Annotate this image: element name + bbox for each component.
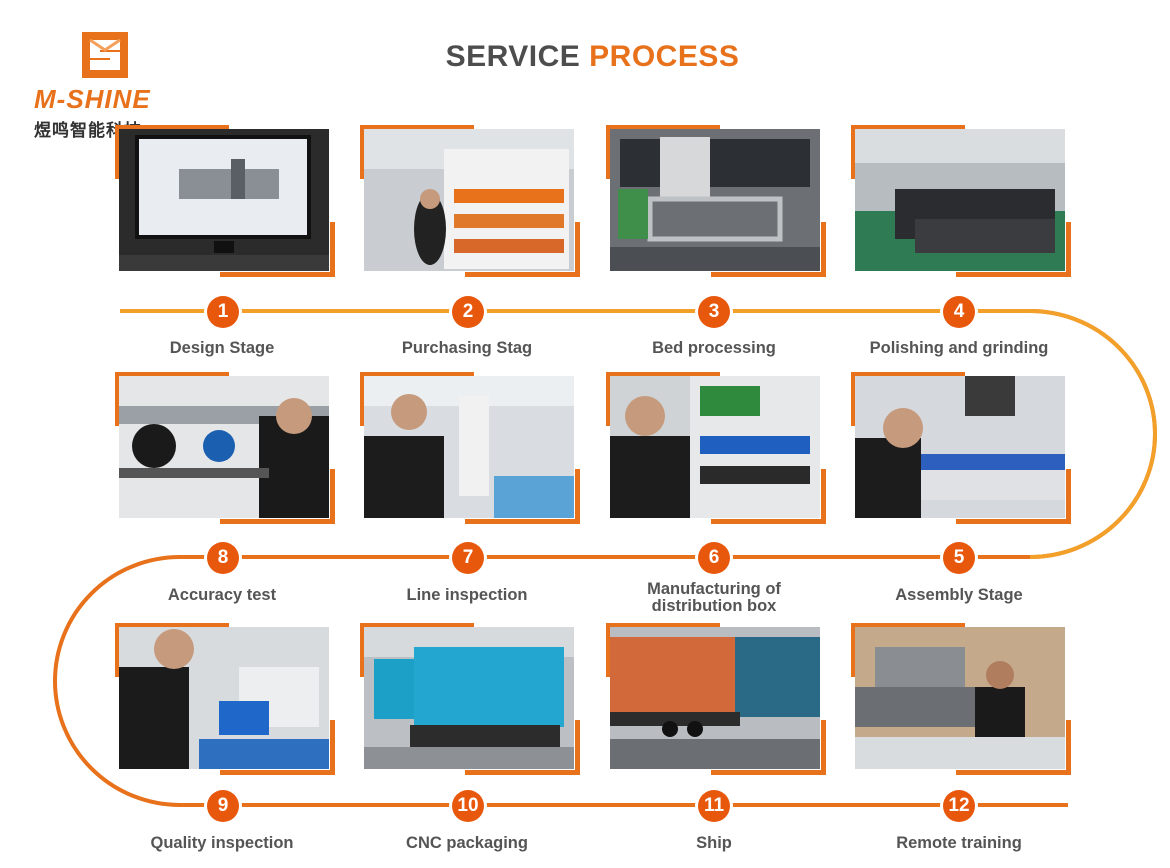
photo-ship — [606, 623, 826, 775]
photo-remote-training — [851, 623, 1071, 775]
step-2-badge: 2 — [452, 296, 484, 328]
photo-quality-inspection — [115, 623, 335, 775]
m-shine-logo-icon — [82, 32, 128, 78]
step-3-label: Bed processing — [652, 339, 776, 357]
step-4-badge: 4 — [943, 296, 975, 328]
photo-distribution-box — [606, 372, 826, 524]
step-9-badge: 9 — [207, 790, 239, 822]
step-10-label: CNC packaging — [406, 834, 528, 852]
step-11-badge: 11 — [698, 790, 730, 822]
photo-line-inspection — [360, 372, 580, 524]
brand-name: M-SHINE — [34, 84, 151, 114]
step-7-badge: 7 — [452, 542, 484, 574]
step-12-label: Remote training — [896, 834, 1022, 852]
title-part-1: SERVICE — [445, 40, 590, 73]
step-5-badge: 5 — [943, 542, 975, 574]
photo-accuracy-test — [115, 372, 335, 524]
photo-polishing — [851, 125, 1071, 277]
photo-purchasing — [360, 125, 580, 277]
brand-chinese-name: 煜鸣智能科技 — [34, 121, 142, 140]
step-8-badge: 8 — [207, 542, 239, 574]
photo-design-stage — [115, 125, 335, 277]
step-5-label: Assembly Stage — [895, 586, 1023, 604]
company-logo: M-SHINE 煜鸣智能科技 — [34, 32, 184, 142]
step-8-label: Accuracy test — [167, 586, 277, 604]
step-6-label-text: Manufacturing of distribution box — [647, 580, 781, 615]
title-part-2: PROCESS — [589, 40, 740, 73]
page-title: SERVICE PROCESS — [0, 40, 1170, 74]
photo-bed-processing — [606, 125, 826, 277]
step-9-label: Quality inspection — [150, 834, 294, 852]
step-3-badge: 3 — [698, 296, 730, 328]
step-1-label: Design Stage — [169, 339, 275, 357]
photo-cnc-packaging — [360, 623, 580, 775]
step-10-badge: 10 — [452, 790, 484, 822]
step-6-badge: 6 — [698, 542, 730, 574]
step-6-label: Manufacturing of distribution box — [594, 581, 834, 615]
step-7-label: Line inspection — [406, 586, 528, 604]
step-11-label: Ship — [696, 834, 732, 852]
photo-assembly — [851, 372, 1071, 524]
step-1-badge: 1 — [207, 296, 239, 328]
step-12-badge: 12 — [943, 790, 975, 822]
step-2-label: Purchasing Stag — [401, 339, 533, 357]
step-4-label: Polishing and grinding — [869, 339, 1049, 357]
